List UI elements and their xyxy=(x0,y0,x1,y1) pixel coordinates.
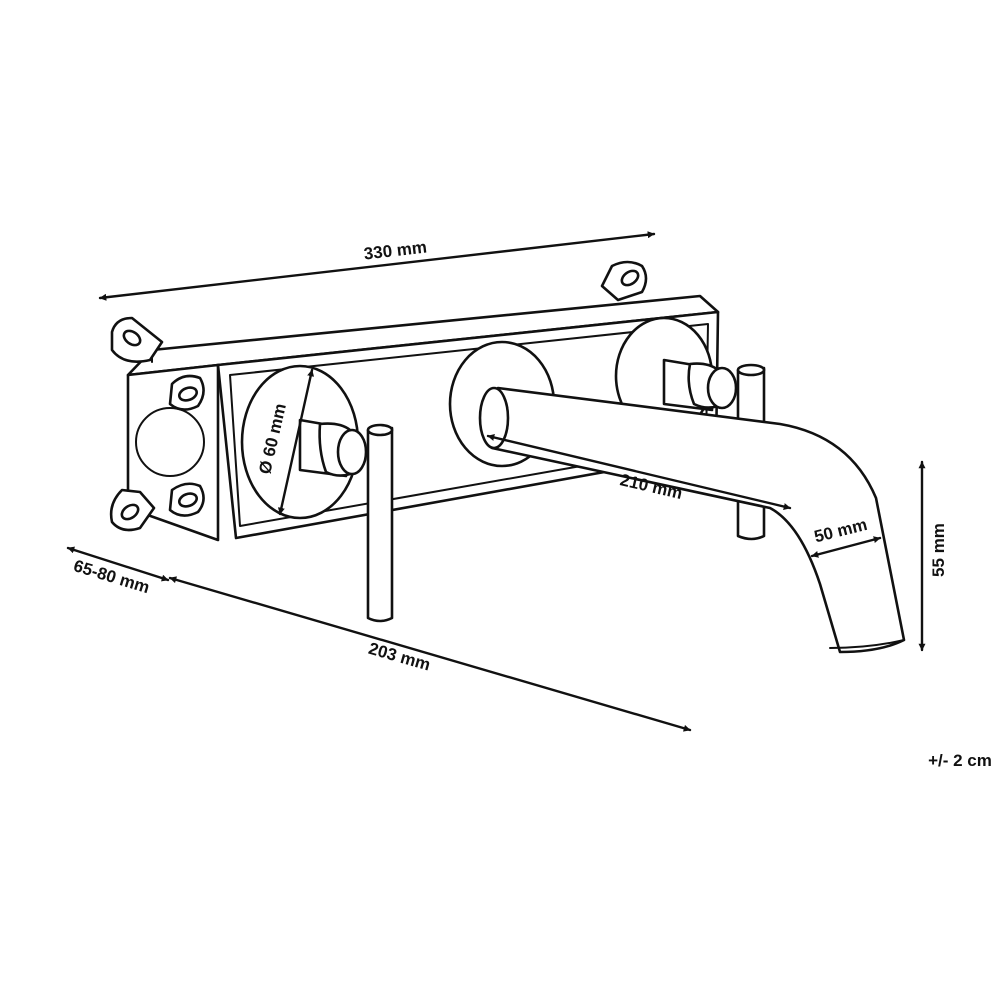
tolerance-label: +/- 2 cm xyxy=(928,751,992,770)
mounting-lug-top-left xyxy=(110,316,164,363)
dim-arrow-width xyxy=(98,231,656,301)
dim-arrow-reach xyxy=(168,576,692,732)
spout-height-label: 55 mm xyxy=(929,523,948,577)
left-handle-lever xyxy=(366,426,394,623)
dimension-lines xyxy=(66,231,926,732)
dim-arrow-spout-length xyxy=(486,434,792,510)
mounting-lug-bottom-left xyxy=(109,488,156,532)
dim-arrow-depth xyxy=(66,546,170,582)
width-label: 330 mm xyxy=(363,237,428,263)
dim-arrow-spout-diameter xyxy=(810,536,882,558)
mounting-lug-top-right xyxy=(600,260,648,302)
dim-arrow-plate xyxy=(277,368,315,516)
side-holes xyxy=(135,374,205,517)
